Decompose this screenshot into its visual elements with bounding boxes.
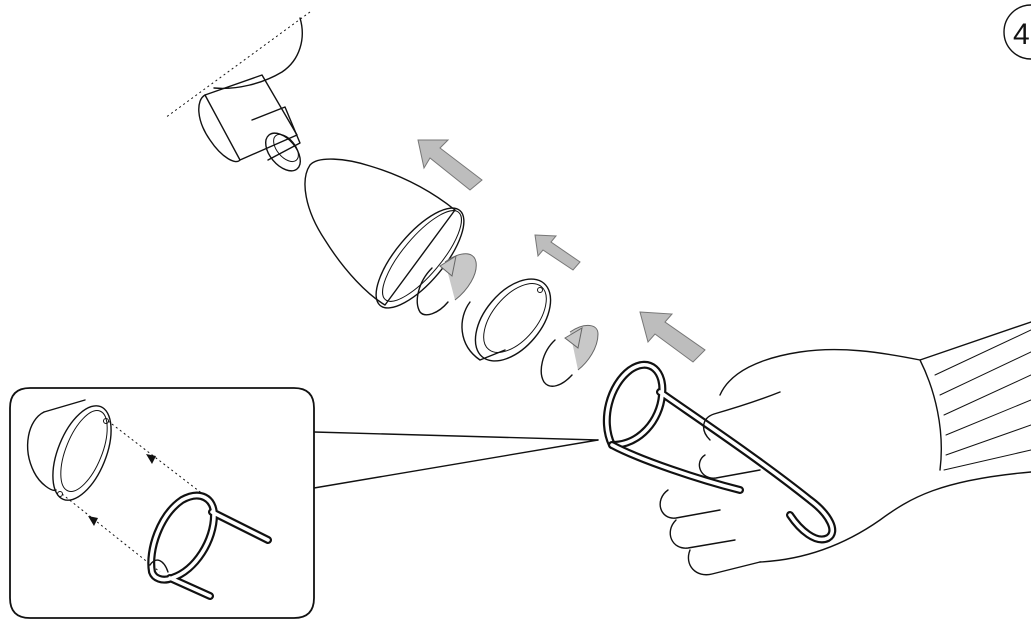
ceiling-canopy-edge [214,18,302,88]
callout-lines [314,432,598,488]
lamp-shade [305,159,478,321]
step-badge: 4 [1004,5,1031,59]
up-left-arrow-large-2 [640,312,705,362]
retaining-ring [461,265,566,375]
finger-2 [670,520,735,548]
ceiling-dotted-line [165,12,310,118]
ceiling-mount [165,12,310,177]
sleeve-lines [935,330,1031,470]
finger-3 [688,550,760,575]
ring-outer [461,265,566,375]
hand [660,322,1031,575]
cuff-edge [920,360,941,470]
callout-line-top [314,432,598,440]
up-left-arrow-small [535,235,580,270]
direction-arrows [418,140,705,362]
up-left-arrow-large [418,140,482,190]
step-number: 4 [1013,18,1030,51]
detail-inset [10,388,314,618]
ring-notch [538,288,543,293]
wire-spring-clip [607,365,832,540]
finger-1 [660,490,720,518]
callout-line-bottom [314,440,598,488]
rotate-indicator-2 [541,325,598,386]
ring-inner [472,272,558,363]
